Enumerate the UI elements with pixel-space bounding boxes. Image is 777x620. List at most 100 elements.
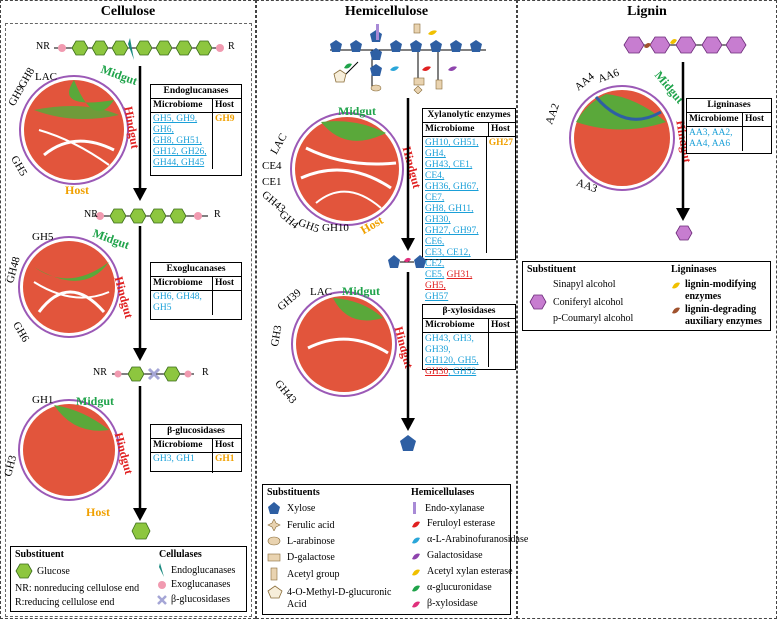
hchord1-ce1: CE1 xyxy=(262,176,282,188)
lignin-product-icon xyxy=(675,225,693,241)
chain-mid-nr: NR xyxy=(84,209,98,220)
lignin-degrading-icon xyxy=(672,307,680,313)
xylobiose-icon xyxy=(388,255,426,268)
chord3-host: Host xyxy=(86,505,110,519)
legend-endo-xylanase: Endo-xylanase xyxy=(425,502,485,514)
lignin-title: Lignin xyxy=(627,4,667,19)
hemicellulose-chord-2 xyxy=(291,291,397,397)
chain-top-r: R xyxy=(228,41,235,52)
legend-glucose: Glucose xyxy=(37,565,70,577)
legend-coniferyl: Coniferyl alcohol xyxy=(553,296,624,308)
cellulose-legend: Substituent Cellulases Glucose NR: nonre… xyxy=(10,546,247,612)
hemicellulose-chord-1 xyxy=(290,112,404,226)
cellulose-chord-3 xyxy=(18,399,120,501)
cellulose-inner xyxy=(5,23,252,617)
hemicellulose-structure xyxy=(330,23,486,94)
cellulose-title: Cellulose xyxy=(100,4,156,19)
cellulose-glucose-product xyxy=(131,522,151,540)
legend-r: R:reducing cellulose end xyxy=(15,597,115,608)
chain-low-r: R xyxy=(202,367,209,378)
arabinose-icon xyxy=(267,536,281,546)
galactose-icon xyxy=(267,553,281,562)
cellulose-chord-1 xyxy=(19,75,129,185)
hchord1-gh10: GH10 xyxy=(322,222,349,234)
cellulose-chord-2 xyxy=(18,236,120,338)
lignin-arrow xyxy=(676,62,690,221)
coniferyl-icon xyxy=(529,294,547,310)
beta-glucosidase-icon xyxy=(157,594,167,605)
cellulose-chain-low xyxy=(112,366,194,382)
legend-arabinose: L-arabinose xyxy=(287,535,335,547)
legend-galactosidase: Galactosidase xyxy=(427,550,483,561)
legend-ferulic: Ferulic acid xyxy=(287,519,335,531)
legend-nr: NR: nonreducing cellulose end xyxy=(15,583,140,594)
chord3-gh1: GH1 xyxy=(32,394,54,406)
galactosidase-icon xyxy=(412,553,420,559)
hchord2-lac: LAC xyxy=(310,286,332,298)
cellulose-panel: Cellulose xyxy=(0,0,256,619)
cellulose-chain-mid xyxy=(94,208,208,224)
chord1-lac: LAC xyxy=(35,71,57,83)
chain-low-nr: NR xyxy=(93,367,107,378)
lignin-modifying-icon xyxy=(672,282,680,288)
cellulose-chain-top xyxy=(54,38,224,60)
cellulose-arrow-2 xyxy=(133,226,147,361)
legend-feruloyl: Feruloyl esterase xyxy=(427,518,496,529)
legend-lig-mod: lignin-modifying xyxy=(685,279,757,290)
lignin-legend: Substituent Ligninases Sinapyl alcohol C… xyxy=(522,261,771,331)
legend-beta: β-glucosidases xyxy=(171,594,230,605)
lignin-chord xyxy=(569,85,675,191)
legend-arabinofuranosidase: α-L-Arabinofuranosidase xyxy=(427,534,529,545)
hemicellulose-title: Hemicellulose xyxy=(344,4,429,19)
acetyl-xylan-esterase-icon xyxy=(412,569,420,575)
acetyl-icon xyxy=(270,567,278,581)
chord1-host: Host xyxy=(65,183,89,197)
arabinofuranosidase-icon xyxy=(412,537,420,543)
lignin-structure xyxy=(623,36,747,54)
legend-glucuronidase: α-glucuronidase xyxy=(427,582,492,593)
cellulose-arrow-1 xyxy=(133,66,147,201)
xylose-product-icon xyxy=(400,435,416,451)
legend-glucuronic: 4-O-Methyl-D-glucuronic xyxy=(287,586,392,598)
endoglucanase-icon xyxy=(159,563,164,577)
beta-xylosidase-icon xyxy=(412,601,420,607)
legend-exo: Exoglucanases xyxy=(171,579,231,590)
legend-sinapyl: Sinapyl alcohol xyxy=(553,279,616,290)
legend-beta-xylosidase: β-xylosidase xyxy=(427,598,478,609)
cellulose-arrow-3 xyxy=(133,386,147,521)
hemicellulose-arrow-2 xyxy=(401,272,415,431)
legend-lig-deg-2: auxiliary enzymes xyxy=(685,316,762,327)
exoglucanase-icon xyxy=(158,580,166,589)
ferulic-acid-icon xyxy=(267,519,281,531)
legend-xylose: Xylose xyxy=(287,502,316,514)
hemicellulose-arrow-1 xyxy=(401,98,415,251)
hemicellulose-legend: Substituents Hemicellulases Xylose Ferul… xyxy=(262,484,528,615)
chain-mid-r: R xyxy=(214,209,221,220)
chord3-midgut: Midgut xyxy=(76,394,115,408)
xylose-icon xyxy=(268,502,280,514)
legend-glucuronic-2: Acid xyxy=(287,599,307,610)
legend-endo: Endoglucanases xyxy=(171,564,236,576)
chain-top-nr: NR xyxy=(36,41,50,52)
hchord1-ce4: CE4 xyxy=(262,160,282,172)
glucuronidase-icon xyxy=(412,585,420,591)
hchord1-midgut: Midgut xyxy=(338,104,377,118)
chord2-gh5: GH5 xyxy=(32,231,54,243)
hchord2-midgut: Midgut xyxy=(342,284,381,298)
legend-lig-deg: lignin-degrading xyxy=(685,304,757,315)
endo-xylanase-icon xyxy=(413,502,416,514)
legend-acetyl: Acetyl group xyxy=(287,568,340,580)
legend-galactose: D-galactose xyxy=(287,551,335,563)
feruloyl-esterase-icon xyxy=(412,521,420,527)
glucose-icon xyxy=(15,563,33,579)
hemicellulose-panel: Hemicellulose xyxy=(256,0,517,619)
legend-acetyl-esterase: Acetyl xylan esterase xyxy=(427,566,513,577)
legend-coumaryl: p-Coumaryl alcohol xyxy=(553,313,634,324)
glucuronic-icon xyxy=(267,585,283,599)
